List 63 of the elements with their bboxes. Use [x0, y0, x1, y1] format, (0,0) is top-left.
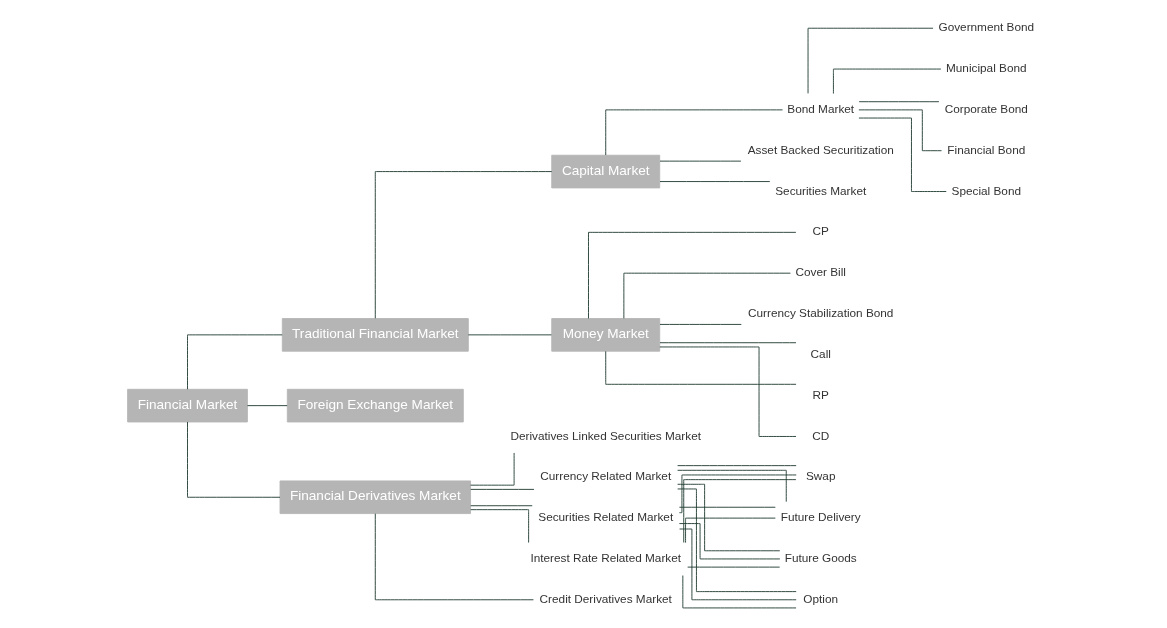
node-box: Traditional Financial Market: [281, 318, 469, 352]
connector: [470, 452, 515, 486]
connector: [687, 566, 781, 568]
connector: [678, 523, 781, 560]
connector: [858, 117, 947, 192]
node-text: Asset Backed Securitization: [747, 142, 894, 156]
node-text: Option: [803, 591, 839, 605]
connector: [659, 346, 797, 437]
node-text: Securities Market: [775, 183, 867, 197]
node-text: Credit Derivatives Market: [539, 591, 672, 605]
connector: [623, 272, 791, 319]
connector: [678, 506, 776, 508]
connector: [677, 465, 797, 467]
connector: [833, 68, 942, 94]
node-text: Government Bond: [938, 20, 1035, 34]
connector: [374, 513, 534, 601]
node-text: Future Delivery: [780, 510, 861, 524]
connector: [470, 488, 535, 490]
connector: [677, 483, 781, 552]
connector: [682, 575, 797, 609]
connector: [659, 323, 742, 325]
node-text: Securities Related Market: [538, 510, 674, 524]
node-box: Financial Market: [127, 388, 248, 423]
connector: [588, 231, 797, 319]
node-text: Bond Market: [787, 101, 855, 115]
connector: [679, 528, 797, 601]
node-text: Derivatives Linked Securities Market: [510, 428, 701, 442]
connector: [605, 109, 783, 156]
connector: [470, 505, 533, 507]
connector: [247, 405, 288, 407]
connector: [683, 479, 797, 543]
connector: [807, 27, 934, 94]
node-box: Capital Market: [551, 154, 661, 189]
node-text: Currency Stabilization Bond: [748, 306, 894, 320]
connector: [677, 469, 787, 503]
node-box: Foreign Exchange Market: [286, 388, 464, 423]
connector: [187, 421, 281, 498]
node-text: Call: [810, 346, 831, 360]
node-text: Financial Bond: [947, 142, 1026, 156]
node-text: Swap: [805, 469, 836, 483]
connector: [677, 488, 797, 593]
node-text: CP: [812, 224, 829, 238]
connector: [470, 509, 530, 543]
node-text: Municipal Bond: [946, 61, 1027, 75]
node-text: Interest Rate Related Market: [530, 551, 682, 565]
node-text: Corporate Bond: [944, 101, 1028, 115]
connector: [605, 350, 797, 385]
connector: [187, 334, 283, 390]
node-text: Currency Related Market: [540, 469, 672, 483]
node-box: Money Market: [551, 318, 661, 352]
node-box: Financial Derivatives Market: [279, 480, 471, 515]
connector: [659, 342, 797, 344]
node-text: Special Bond: [951, 183, 1022, 197]
node-text: RP: [812, 387, 829, 401]
node-text: Future Goods: [784, 551, 857, 565]
connector: [374, 171, 553, 319]
connector: [685, 517, 776, 544]
connector: [858, 101, 940, 103]
connector: [678, 474, 797, 514]
node-text: CD: [812, 428, 830, 442]
node-text: Cover Bill: [795, 265, 846, 279]
connector: [858, 109, 942, 152]
connector: [659, 181, 771, 182]
